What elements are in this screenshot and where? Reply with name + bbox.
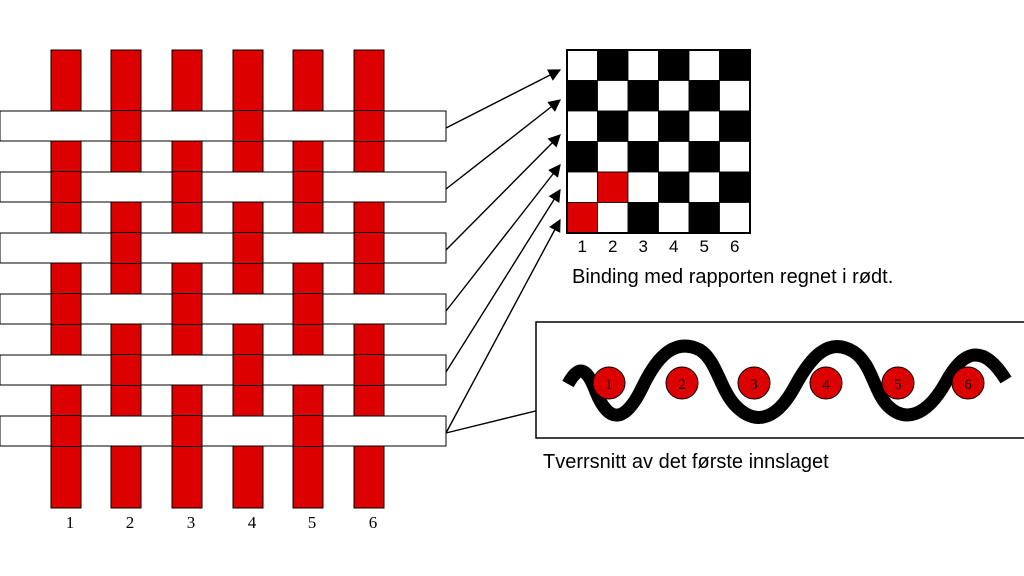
- connector-arrows: [445, 69, 562, 434]
- binding-column-label: 4: [669, 237, 678, 256]
- weft-to-grid-arrow: [445, 164, 561, 312]
- warp-over-crossing: [171, 171, 203, 203]
- binding-cell: [597, 80, 629, 112]
- warp-over-crossing: [292, 415, 324, 447]
- binding-column-label: 6: [730, 237, 739, 256]
- binding-column-label: 3: [639, 237, 648, 256]
- warp-label: 5: [308, 513, 317, 532]
- binding-cell: [688, 141, 720, 173]
- warp-bead-label: 6: [964, 377, 972, 393]
- plain-weave-illustration: [0, 49, 447, 509]
- binding-cell: [566, 202, 598, 234]
- warp-bead: [809, 366, 843, 400]
- binding-cell: [658, 202, 690, 234]
- binding-cell: [627, 171, 659, 203]
- warp-over-crossing: [171, 293, 203, 325]
- warp-over-crossing: [353, 354, 385, 386]
- binding-cell: [566, 171, 598, 203]
- binding-cell: [719, 80, 751, 112]
- warp-over-crossing: [110, 110, 142, 142]
- binding-cell: [688, 202, 720, 234]
- binding-cell: [719, 171, 751, 203]
- binding-cell: [658, 49, 690, 81]
- warp-beads: 1 2 3 4 5 6: [592, 366, 985, 400]
- binding-column-label: 5: [700, 237, 709, 256]
- binding-cell: [719, 49, 751, 81]
- binding-cell: [627, 80, 659, 112]
- warp-bead: [881, 366, 915, 400]
- warp-label: 6: [369, 513, 378, 532]
- binding-cell: [597, 49, 629, 81]
- weft-to-grid-arrow: [445, 188, 561, 373]
- warp-over-crossing: [232, 232, 264, 264]
- weft-to-grid-arrow: [445, 134, 561, 251]
- binding-cell: [597, 110, 629, 142]
- warp-label: 1: [66, 513, 75, 532]
- warp-bead-label: 5: [894, 377, 902, 393]
- warp-over-crossing: [50, 171, 82, 203]
- binding-cell: [658, 110, 690, 142]
- warp-over-crossing: [292, 293, 324, 325]
- warp-bead: [665, 366, 699, 400]
- binding-cell: [658, 141, 690, 173]
- binding-cell: [658, 171, 690, 203]
- binding-cell: [627, 110, 659, 142]
- weft-thread-path: [562, 339, 1012, 424]
- warp-over-crossing: [110, 232, 142, 264]
- warp-bead: [951, 366, 985, 400]
- binding-grid: [566, 49, 751, 234]
- warp-over-crossing: [353, 110, 385, 142]
- warp-bead: [592, 366, 626, 400]
- binding-cell: [566, 80, 598, 112]
- warp-over-crossing: [110, 354, 142, 386]
- binding-cell: [627, 202, 659, 234]
- binding-cell: [597, 202, 629, 234]
- binding-cell: [566, 141, 598, 173]
- binding-cell: [566, 49, 598, 81]
- binding-column-label: 1: [578, 237, 587, 256]
- binding-cell: [719, 110, 751, 142]
- weft-to-grid-arrow: [445, 69, 562, 129]
- cross-section-caption: Tverrsnitt av det første innslaget: [543, 451, 829, 473]
- binding-caption: Binding med rapporten regnet i rødt.: [572, 266, 893, 288]
- binding-cell: [627, 49, 659, 81]
- warp-number-labels: 1 2 3 4 5 6: [66, 513, 378, 532]
- binding-column-label: 2: [608, 237, 617, 256]
- binding-cell: [688, 80, 720, 112]
- warp-label: 4: [248, 513, 257, 532]
- binding-cell: [688, 171, 720, 203]
- warp-over-crossing: [292, 171, 324, 203]
- warp-over-crossing: [353, 232, 385, 264]
- binding-cell: [627, 141, 659, 173]
- binding-cell: [719, 202, 751, 234]
- weft-to-grid-arrow: [445, 218, 561, 434]
- binding-grid-column-labels: 1 2 3 4 5 6: [578, 237, 740, 256]
- warp-over-crossing: [232, 110, 264, 142]
- warp-over-crossing: [50, 415, 82, 447]
- warp-over-crossing: [171, 415, 203, 447]
- warp-bead-label: 2: [678, 377, 686, 393]
- binding-cell: [566, 110, 598, 142]
- warp-bead: [737, 366, 771, 400]
- weft-to-grid-arrow: [445, 99, 561, 190]
- binding-cell: [597, 171, 629, 203]
- binding-grid-border: [566, 49, 751, 234]
- warp-over-crossing: [232, 354, 264, 386]
- binding-cell: [658, 80, 690, 112]
- binding-cell: [688, 110, 720, 142]
- warp-label: 3: [187, 513, 196, 532]
- warp-bead-label: 3: [750, 377, 758, 393]
- binding-cell: [597, 141, 629, 173]
- warp-over-crossing: [50, 293, 82, 325]
- warp-bead-label: 4: [822, 377, 830, 393]
- binding-cell: [688, 49, 720, 81]
- warp-label: 2: [126, 513, 135, 532]
- warp-bead-label: 1: [605, 377, 613, 393]
- binding-cell: [719, 141, 751, 173]
